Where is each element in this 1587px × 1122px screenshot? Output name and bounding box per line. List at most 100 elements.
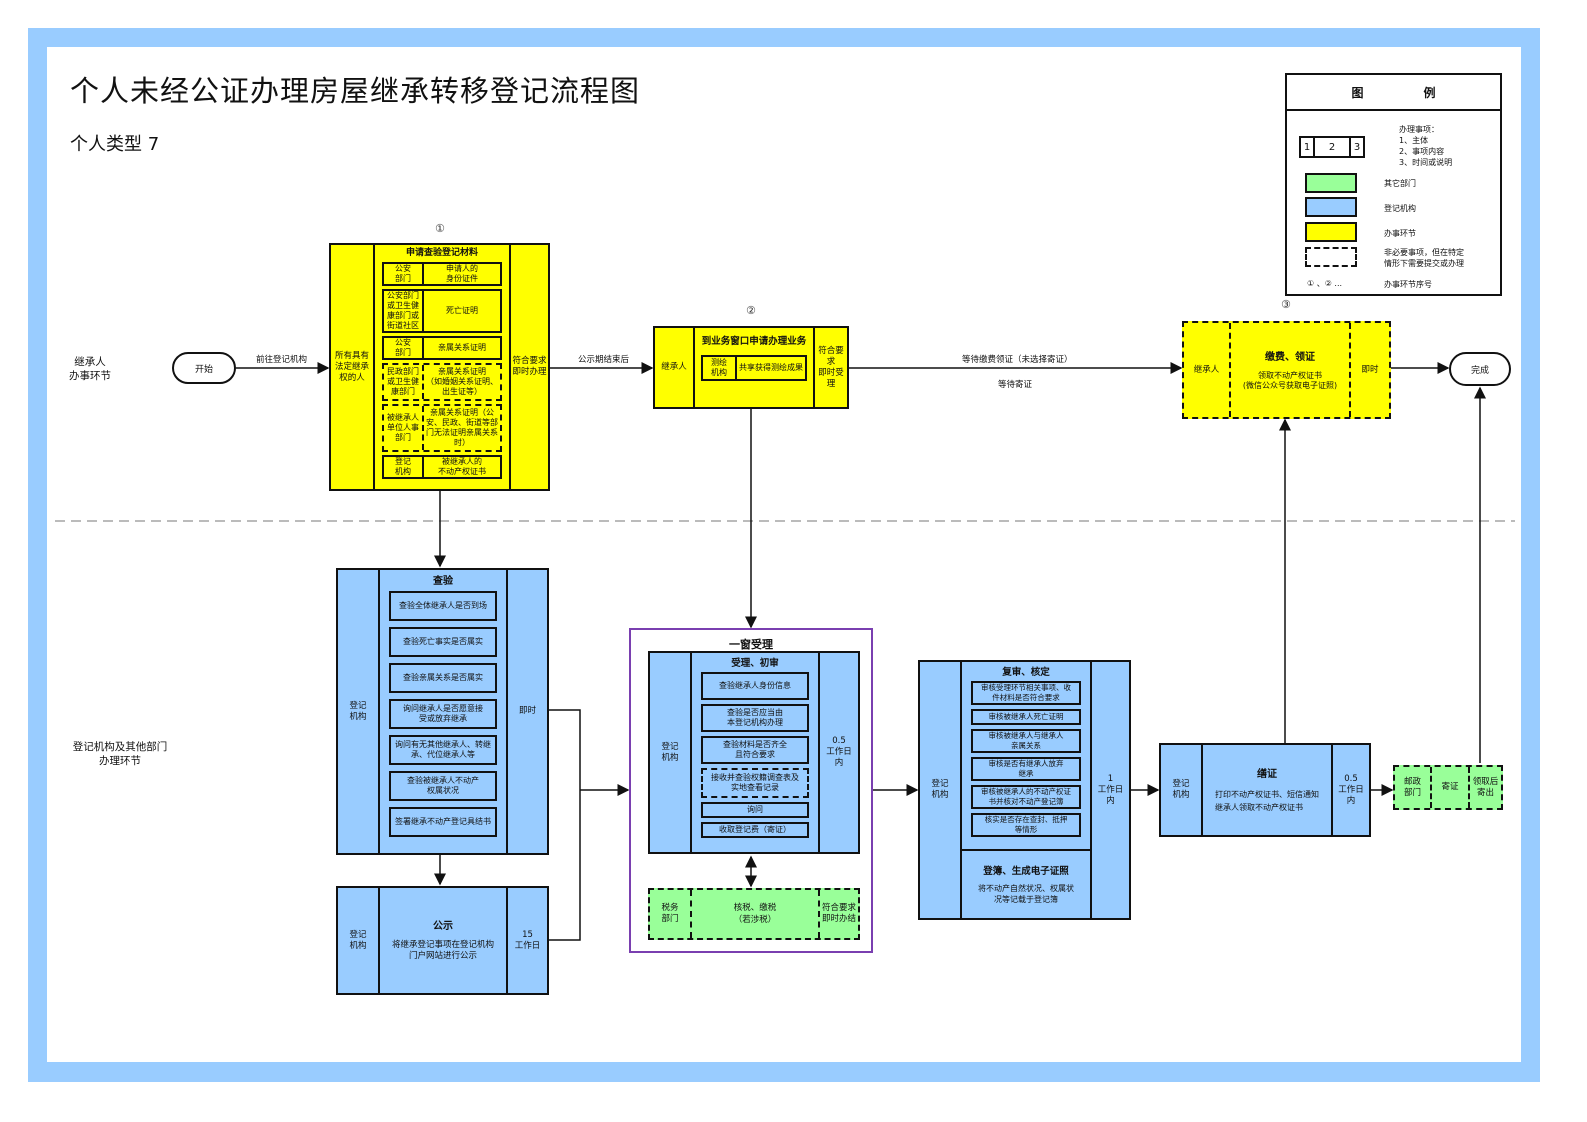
step-number-1: ① [435,222,445,235]
step3-content: 缴费、领证 领取不动产权证书 (微信公众号获取电子证照) [1229,323,1349,417]
review-time: 1 工作日 内 [1090,662,1129,918]
legend: 图 例 1 2 3 办理事项： 1、主体 2、事项内容 3、时间或说明 其它部门… [1285,73,1502,296]
legend-yellow-text: 办事环节 [1384,229,1416,238]
accept-item: 查验继承人身份信息 [701,672,809,700]
step1-time: 符合要求 即时办理 [509,245,548,489]
start-node: 开始 [172,352,236,384]
register-section: 登簿、生成电子证照 将不动产自然状况、权属状 况等记载于登记簿 [978,851,1074,918]
accept-item: 查验是否应当由 本登记机构办理 [701,704,809,732]
publicity-title: 公示 [433,921,453,932]
tax-actor: 税务 部门 [661,903,679,924]
publicity-content: 公示 将继承登记事项在登记机构 门户网站进行公示 [378,888,506,993]
accept-box: 登记 机构 受理、初审 查验继承人身份信息查验是否应当由 本登记机构办理查验材料… [648,651,860,854]
review-items: 审核受理环节相关事项、收 件材料是否符合要求审核被继承人死亡证明审核被继承人与继… [962,681,1090,837]
step3-desc: 领取不动产权证书 (微信公众号获取电子证照) [1242,370,1338,390]
page-subtitle: 个人类型 7 [70,134,160,155]
issue-title: 缮证 [1257,768,1277,780]
review-section: 复审、核定 审核受理环节相关事项、收 件材料是否符合要求审核被继承人死亡证明审核… [962,662,1090,851]
review-item: 审核被继承人死亡证明 [971,709,1081,725]
accept-items: 查验继承人身份信息查验是否应当由 本登记机构办理查验材料是否齐全 且符合要求接收… [701,672,809,842]
legend-swatch-green [1305,173,1357,193]
material-item: 被继承人 单位人事 部门亲属关系证明（公 安、民政、街道等部 门无法证明亲属关系… [382,404,502,452]
post-box: 邮政 部门 寄证 领取后 寄出 [1393,765,1503,810]
legend-blue-text: 登记机构 [1384,204,1416,213]
material-doc: 亲属关系证明（公 安、民政、街道等部 门无法证明亲属关系 时） [426,408,498,447]
legend-sample-3: 3 [1349,138,1363,156]
edge-label-wait-mail: 等待寄证 [998,380,1033,390]
step1-actor: 所有具有 法定继承 权的人 [334,350,369,383]
legend-header: 图 例 [1287,75,1500,111]
issue-time: 0.5 工作日 内 [1331,745,1369,835]
review-box: 登记 机构 复审、核定 审核受理环节相关事项、收 件材料是否符合要求审核被继承人… [918,660,1131,920]
accept-item: 查验材料是否齐全 且符合要求 [701,736,809,764]
inspect-items: 查验全体继承人是否到场查验死亡事实是否属实查验亲属关系是否属实询问继承人是否愿意… [389,591,497,843]
page-title: 个人未经公证办理房屋继承转移登记流程图 [70,74,641,108]
material-doc: 被继承人的 不动产权证书 [438,457,486,476]
inspect-item: 查验死亡事实是否属实 [389,627,497,657]
step2-window-apply: 继承人 到业务窗口申请办理业务 测绘 机构 共享获得测绘成果 符合要求 即时受理 [653,326,849,409]
accept-time: 0.5 工作日 内 [818,653,858,852]
accept-title: 受理、初审 [731,658,779,669]
inspect-item: 询问继承人是否愿意接 受或放弃继承 [389,699,497,729]
issue-content: 缮证 打印不动产权证书、短信通知 继承人领取不动产权证书 [1201,745,1331,835]
material-source: 公安 部门 [384,338,424,358]
material-item: 民政部门 或卫生健 康部门亲属关系证明 （如婚姻关系证明、 出生证等） [382,363,502,401]
one-window-group: 一窗受理 [629,628,873,953]
legend-seq-text: 办事环节序号 [1384,280,1432,289]
material-item: 公安部门 或卫生健 康部门或 街道社区 死亡证明 [382,289,502,333]
step2-time: 符合要求 即时受理 [813,328,847,407]
step2-title: 到业务窗口申请办理业务 [701,336,807,347]
inspect-item: 询问有无其他继承人、转继 承、代位继承人等 [389,735,497,765]
inspect-item: 查验全体继承人是否到场 [389,591,497,621]
accept-item: 询问 [701,802,809,818]
step2-actor: 继承人 [661,362,687,372]
issue-box: 登记 机构 缮证 打印不动产权证书、短信通知 继承人领取不动产权证书 0.5 工… [1159,743,1371,837]
step-number-2: ② [746,304,756,317]
edge-inspect-merge [549,709,581,941]
material-source: 公安部门 或卫生健 康部门或 街道社区 [384,291,424,331]
step2-survey-doc: 共享获得测绘成果 [739,363,803,372]
material-doc: 死亡证明 [446,306,478,315]
step1-title: 申请查验登记材料 [405,248,478,258]
inspect-item: 查验被继承人不动产 权属状况 [389,771,497,801]
legend-swatch-dashed [1305,247,1357,267]
step3-time: 即时 [1349,323,1389,417]
step3-actor: 继承人 [1193,364,1220,375]
accept-item: 收取登记费（寄证） [701,822,809,838]
step2-survey-item: 测绘 机构 共享获得测绘成果 [701,355,807,381]
one-window-title: 一窗受理 [729,638,773,651]
step2-content: 到业务窗口申请办理业务 测绘 机构 共享获得测绘成果 [693,328,813,407]
legend-sample-box: 1 2 3 [1299,136,1365,158]
legend-green-text: 其它部门 [1384,179,1416,188]
material-doc: 亲属关系证明 [438,343,486,352]
accept-item: 接收并查验权籍调查表及 实地查看记录 [701,768,809,798]
materials-list: 公安 部门 申请人的 身份证件公安部门 或卫生健 康部门或 街道社区 死亡证明公安 … [382,262,502,482]
tax-box: 税务 部门 核税、缴税 （若涉税） 符合要求 即时办结 [648,888,860,940]
edge-label-after-publicity: 公示期结束后 [578,355,630,365]
publicity-desc: 将继承登记事项在登记机构 门户网站进行公示 [391,940,494,961]
inspect-box: 登记 机构 查验 查验全体继承人是否到场查验死亡事实是否属实查验亲属关系是否属实… [336,568,549,855]
step3-pay-collect: 继承人 缴费、领证 领取不动产权证书 (微信公众号获取电子证照) 即时 [1182,321,1391,419]
legend-swatch-blue [1305,197,1357,217]
register-desc: 将不动产自然状况、权属状 况等记载于登记簿 [978,884,1074,904]
legend-dashed-text: 非必要事项，但在特定 情形下需要提交或办理 [1384,248,1464,268]
inspect-time: 即时 [506,570,547,853]
review-actor: 登记 机构 [931,779,949,800]
accept-actor: 登记 机构 [661,741,679,763]
inspect-actor: 登记 机构 [349,700,367,722]
legend-sample-1: 1 [1301,138,1315,156]
publicity-time: 15 工作日 [506,888,547,993]
issue-desc: 打印不动产权证书、短信通知 继承人领取不动产权证书 [1215,789,1319,812]
register-title: 登簿、生成电子证照 [983,866,1069,877]
legend-seq-symbol: ① 、② ... [1307,279,1343,288]
post-time: 领取后 寄出 [1468,767,1501,808]
review-item: 审核被继承人与继承人 亲属关系 [971,729,1081,753]
material-item: 公安 部门 亲属关系证明 [382,336,502,360]
edge-label-to-registry: 前往登记机构 [256,355,308,365]
step3-title: 缴费、领证 [1265,351,1315,363]
step-number-3: ③ [1281,298,1291,311]
inspect-item: 查验亲属关系是否属实 [389,663,497,693]
material-doc: 申请人的 身份证件 [446,264,478,283]
legend-sample-desc: 办理事项： 1、主体 2、事项内容 3、时间或说明 [1399,125,1453,167]
legend-title-left: 图 [1351,85,1364,100]
